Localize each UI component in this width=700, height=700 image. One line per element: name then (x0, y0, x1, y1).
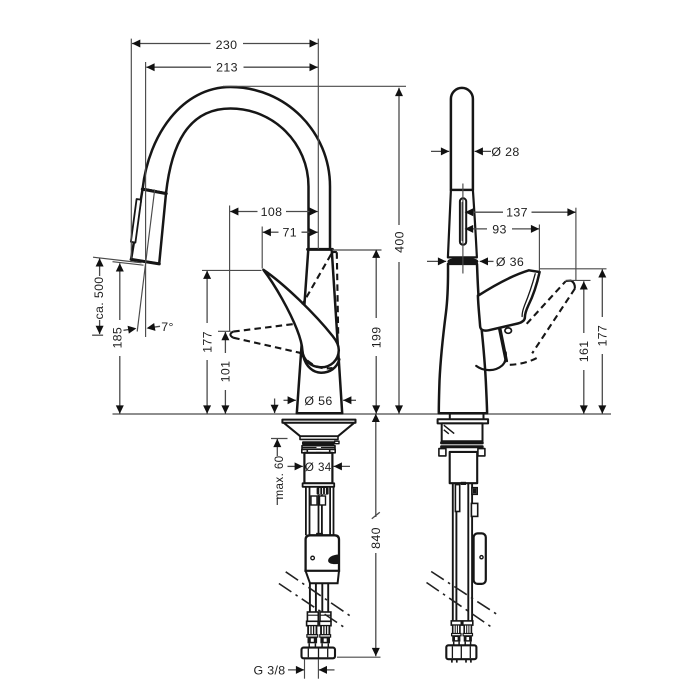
svg-text:G 3/8: G 3/8 (253, 663, 285, 677)
svg-text:199: 199 (370, 327, 384, 349)
svg-text:177: 177 (596, 325, 610, 347)
svg-text:ca. 500: ca. 500 (92, 276, 106, 319)
svg-text:213: 213 (216, 61, 238, 75)
svg-text:7°: 7° (161, 320, 174, 334)
svg-text:137: 137 (506, 206, 528, 220)
svg-text:Ø 56: Ø 56 (304, 394, 332, 408)
svg-text:230: 230 (216, 38, 238, 52)
svg-text:185: 185 (111, 327, 125, 349)
svg-text:93: 93 (492, 222, 506, 236)
svg-text:108: 108 (261, 205, 283, 219)
svg-text:Ø 28: Ø 28 (491, 145, 519, 159)
svg-text:400: 400 (392, 231, 406, 253)
svg-text:Ø 34: Ø 34 (305, 461, 332, 474)
svg-text:177: 177 (200, 331, 214, 353)
svg-text:840: 840 (369, 527, 383, 549)
svg-text:101: 101 (219, 361, 233, 383)
svg-text:Ø 36: Ø 36 (496, 255, 524, 269)
svg-text:161: 161 (577, 341, 591, 363)
svg-text:71: 71 (283, 226, 297, 240)
svg-text:max. 60: max. 60 (273, 455, 286, 499)
